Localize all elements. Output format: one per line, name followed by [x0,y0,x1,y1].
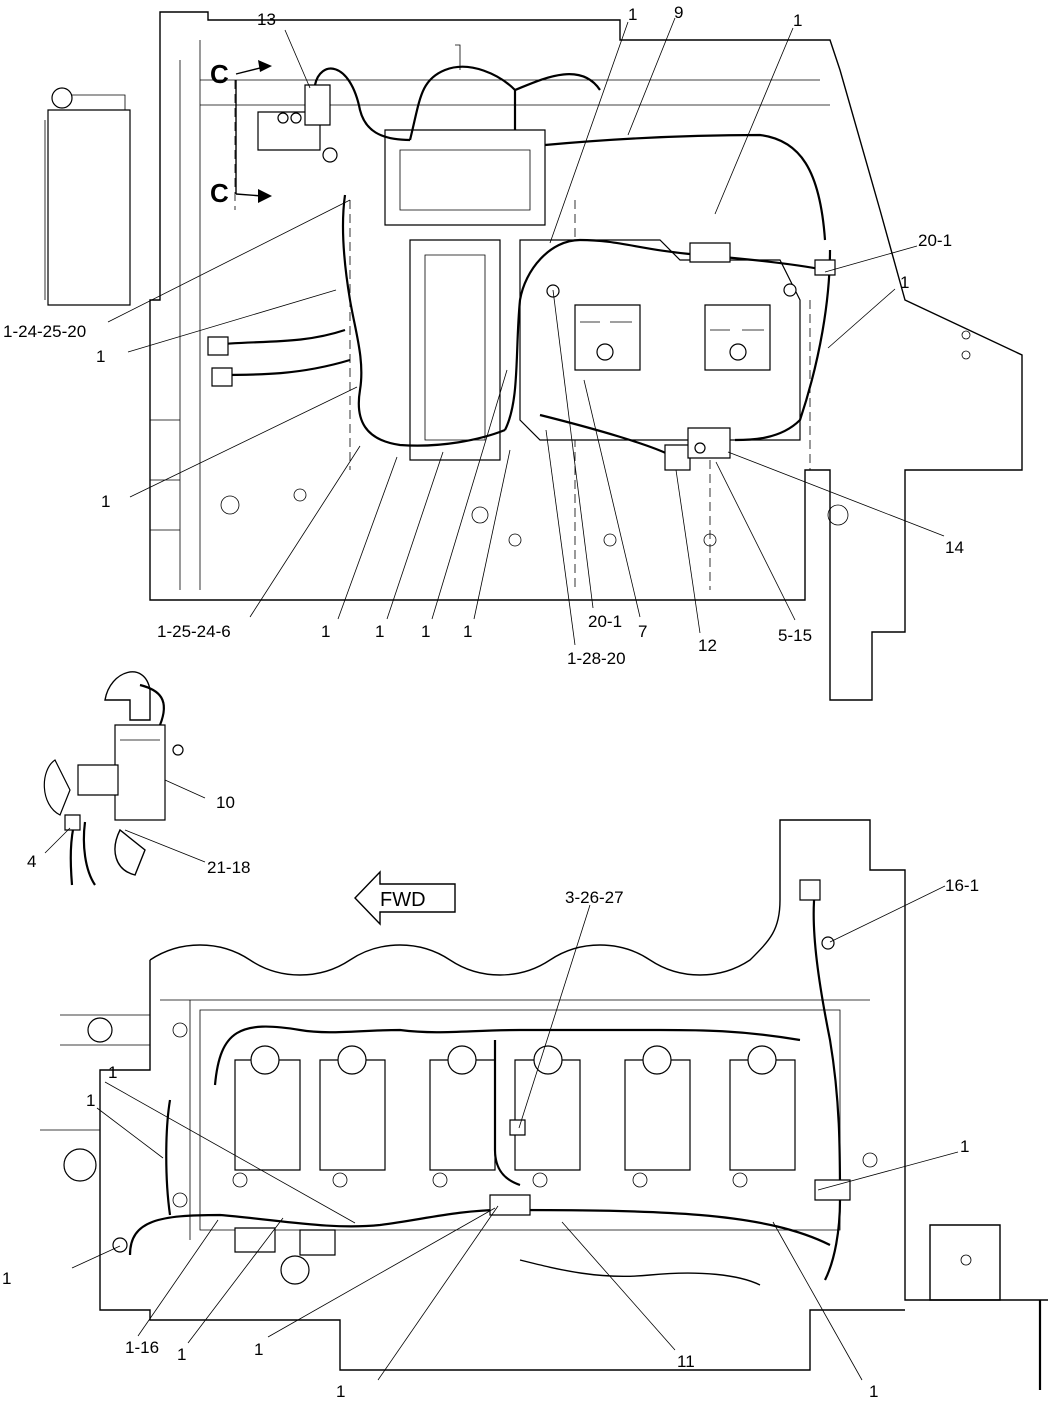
callout-1: 1 [463,622,472,641]
callout-4: 4 [27,852,36,871]
fwd-label: FWD [380,889,426,911]
callout-1: 1-16 [125,1338,159,1357]
callout-labels: 13 1 9 1 20-1 1 1-24-25-20 1 1 14 1-25-2… [2,3,979,1401]
engine-side-view: C C [44,11,1023,701]
callout-1: 1 [86,1091,95,1110]
callout-1-16: 1 [2,1269,11,1288]
fwd-arrow-icon [354,870,456,926]
callout-20-1: 20-1 [918,231,952,250]
callout-1: 1 [96,347,105,366]
callout-1: 1 [375,622,384,641]
callout-3-26-27: 3-26-27 [565,888,624,907]
view-marker-c-top: C [210,59,229,89]
injector-row [234,1045,796,1171]
leader-lines [44,17,959,1381]
detail-c-view [43,671,184,886]
arrow-right-icon [258,60,272,72]
callout-1: 1 [628,5,637,24]
fwd-arrow: FWD [354,870,456,926]
view-marker-c-bottom: C [210,178,229,208]
callout-1: 11 [677,1352,695,1371]
callout-16-1: 16-1 [945,876,979,895]
callout-5-15: 5-15 [778,626,812,645]
callout-1: 1 [960,1137,969,1156]
arrow-right-icon [258,189,272,203]
callout-11: 1 [254,1340,263,1359]
callout-9: 9 [674,3,683,22]
callout-1: 1 [793,11,802,30]
callout-13: 13 [257,10,276,29]
callout-23-22: 1 [336,1382,345,1400]
callout-1: 1 [101,492,110,511]
callout-7: 7 [638,622,647,641]
callout-1-28-20: 1-28-20 [567,649,626,668]
callout-1: 1 [869,1382,878,1400]
callout-1-25-24-6: 1-25-24-6 [157,622,231,641]
callout-20-1: 20-1 [588,612,622,631]
callout-1: 1 [177,1345,186,1364]
callout-1-24-25-20: 1-24-25-20 [3,322,86,341]
callout-1: 1 [421,622,430,641]
callout-1: 1 [321,622,330,641]
callout-1: 1 [900,273,909,292]
callout-10: 10 [216,793,235,812]
callout-12: 12 [698,636,717,655]
engine-top-view [40,819,1048,1390]
callout-1: 1 [108,1063,117,1082]
callout-14: 14 [945,538,964,557]
callout-21-18: 21-18 [207,858,250,877]
